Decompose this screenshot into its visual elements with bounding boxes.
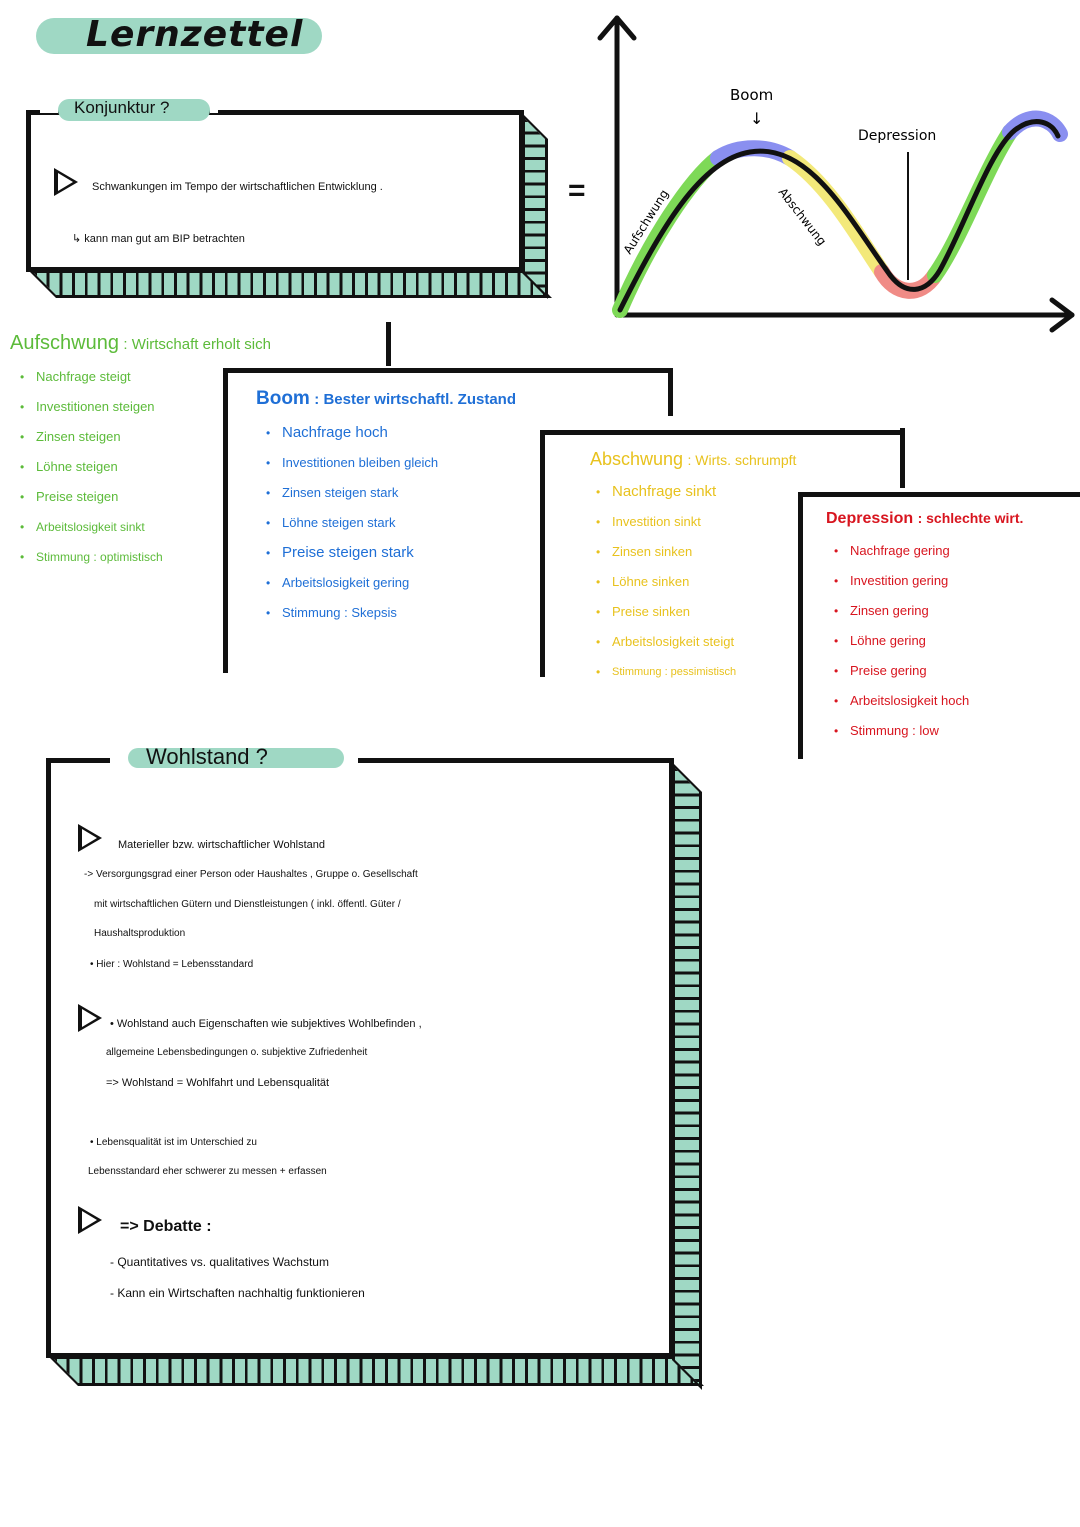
list-item: Investitionen steigen — [20, 392, 163, 422]
list-item: Löhne steigen stark — [266, 508, 438, 538]
list-item: Zinsen sinken — [596, 537, 736, 567]
list-item: Löhne gering — [834, 626, 969, 656]
list-item: Zinsen gering — [834, 596, 969, 626]
list-item: Arbeitslosigkeit sinkt — [20, 512, 163, 542]
list-item: Stimmung : pessimistisch — [596, 657, 736, 687]
abschwung-list: Nachfrage sinkt Investition sinkt Zinsen… — [596, 477, 736, 687]
wohlstand-p1-line5: • Hier : Wohlstand = Lebensstandard — [90, 959, 254, 970]
aufschwung-list: Nachfrage steigt Investitionen steigen Z… — [20, 362, 163, 572]
wohlstand-debatte-item-2: - Kann ein Wirtschaften nachhaltig funkt… — [110, 1286, 365, 1300]
business-cycle-chart: Boom ↓ Depression Aufschwung Abschwung — [597, 15, 1075, 333]
wohlstand-debatte: => Debatte : — [120, 1218, 212, 1235]
wohlstand-p1-line4: Haushaltsproduktion — [94, 928, 186, 939]
list-item: Nachfrage hoch — [266, 418, 438, 448]
aufschwung-title: Aufschwung — [10, 332, 119, 354]
depression-heading: Depression : schlechte wirt. — [826, 510, 1024, 528]
list-item: Stimmung : Skepsis — [266, 598, 438, 628]
list-item: Löhne steigen — [20, 452, 163, 482]
wohlstand-box-side-face — [672, 762, 702, 1390]
wohlstand-box-front — [46, 758, 674, 1358]
wohlstand-p2-line2: allgemeine Lebensbedingungen o. subjekti… — [106, 1047, 368, 1058]
depression-subtitle: : schlechte wirt. — [917, 510, 1024, 526]
list-item: Stimmung : low — [834, 716, 969, 746]
list-item: Zinsen steigen — [20, 422, 163, 452]
konjunktur-heading-highlight — [58, 99, 210, 121]
boom-heading: Boom : Bester wirtschaftl. Zustand — [256, 388, 516, 410]
wohlstand-p1-line1: Materieller bzw. wirtschaftlicher Wohlst… — [118, 839, 326, 851]
konjunktur-heading-gap-right — [210, 105, 218, 113]
boom-frame-right — [668, 370, 673, 416]
list-item: Arbeitslosigkeit steigt — [596, 627, 736, 657]
list-item: Preise sinken — [596, 597, 736, 627]
list-item: Preise steigen stark — [266, 538, 438, 568]
list-item: Arbeitslosigkeit hoch — [834, 686, 969, 716]
konjunktur-box-side-face — [522, 113, 548, 299]
depression-label: Depression — [858, 128, 936, 144]
list-item: Nachfrage sinkt — [596, 477, 736, 507]
list-item: Preise steigen — [20, 482, 163, 512]
wohlstand-p1-line3: mit wirtschaftlichen Gütern und Dienstle… — [94, 899, 401, 910]
boom-subtitle: : Bester wirtschaftl. Zustand — [314, 391, 516, 408]
wohlstand-debatte-item-1: - Quantitatives vs. qualitatives Wachstu… — [110, 1255, 329, 1269]
wohlstand-p2-line3: => Wohlstand = Wohlfahrt und Lebensquali… — [106, 1077, 330, 1089]
boom-label: Boom — [730, 86, 773, 104]
abschwung-frame-right — [900, 428, 905, 488]
bullet-arrow-icon — [78, 1004, 102, 1032]
list-item: Stimmung : optimistisch — [20, 542, 163, 572]
list-item: Investitionen bleiben gleich — [266, 448, 438, 478]
boom-frame — [223, 368, 673, 673]
depression-title: Depression — [826, 510, 914, 527]
chart-axes — [597, 15, 1075, 333]
list-item: Investition sinkt — [596, 507, 736, 537]
aufschwung-heading: Aufschwung : Wirtschaft erholt sich — [10, 332, 271, 355]
bullet-arrow-icon — [78, 1206, 102, 1234]
title-highlight — [36, 18, 322, 54]
aufschwung-frame-line — [386, 322, 391, 366]
wohlstand-p3-line2: Lebensstandard eher schwerer zu messen +… — [88, 1166, 327, 1177]
wohlstand-p2-line1: • Wohlstand auch Eigenschaften wie subje… — [110, 1018, 422, 1030]
konjunktur-heading-gap-left — [40, 105, 58, 113]
wohlstand-heading: Wohlstand ? — [146, 744, 268, 769]
list-item: Arbeitslosigkeit gering — [266, 568, 438, 598]
list-item: Nachfrage gering — [834, 536, 969, 566]
abschwung-title: Abschwung — [590, 449, 684, 469]
konjunktur-box-bottom-face — [28, 270, 552, 298]
list-item: Löhne sinken — [596, 567, 736, 597]
abschwung-heading: Abschwung : Wirts. schrumpft — [590, 449, 797, 470]
list-item: Nachfrage steigt — [20, 362, 163, 392]
wohlstand-heading-highlight — [128, 748, 344, 768]
depression-frame — [798, 492, 1080, 759]
abschwung-frame — [540, 430, 905, 677]
list-item: Investition gering — [834, 566, 969, 596]
konjunktur-heading: Konjunktur ? — [74, 98, 170, 117]
list-item: Zinsen steigen stark — [266, 478, 438, 508]
konjunktur-line-1: Schwankungen im Tempo der wirtschaftlich… — [92, 181, 383, 193]
konjunktur-line-2: ↳ kann man gut am BIP betrachten — [72, 233, 245, 245]
wohlstand-p3-line1: • Lebensqualität ist im Unterschied zu — [90, 1137, 257, 1148]
konjunktur-box-front — [26, 110, 524, 272]
wohlstand-box-bottom-face — [48, 1356, 704, 1386]
equals-sign: = — [568, 174, 586, 207]
cycle-curve — [617, 119, 1061, 313]
page-title: Lernzettel — [86, 14, 304, 55]
aufschwung-subtitle: : Wirtschaft erholt sich — [123, 336, 271, 353]
bullet-arrow-icon — [54, 168, 78, 196]
boom-list: Nachfrage hoch Investitionen bleiben gle… — [266, 418, 438, 628]
depression-list: Nachfrage gering Investition gering Zins… — [834, 536, 969, 746]
abschwung-subtitle: : Wirts. schrumpft — [687, 452, 797, 468]
boom-title: Boom — [256, 388, 310, 409]
bullet-arrow-icon — [78, 824, 102, 852]
boom-arrow: ↓ — [750, 109, 763, 128]
wohlstand-p1-line2: -> Versorgungsgrad einer Person oder Hau… — [84, 869, 418, 880]
list-item: Preise gering — [834, 656, 969, 686]
